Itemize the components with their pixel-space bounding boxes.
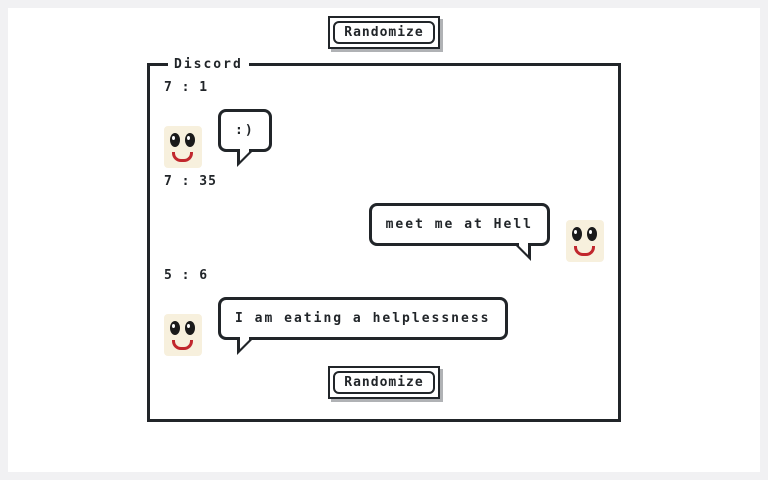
bubble-tail (240, 149, 249, 152)
randomize-button-bottom-label: Randomize (333, 371, 435, 394)
discord-panel: Discord 7 : 1 :) 7 : 35 meet me at Hell (147, 57, 621, 422)
smiley-avatar-icon (566, 220, 604, 262)
speech-bubble: :) (218, 109, 272, 167)
message-timestamp: 7 : 35 (164, 174, 217, 189)
message-row: meet me at Hell (162, 203, 604, 262)
message-row: I am eating a helplessness (164, 297, 606, 356)
smiley-avatar-icon (164, 126, 202, 168)
message-timestamp: 5 : 6 (164, 268, 209, 283)
eye-right (185, 133, 195, 147)
smiley-avatar-icon (164, 314, 202, 356)
smile-mouth (172, 152, 193, 162)
message-row: :) (164, 109, 606, 168)
eye-right (587, 227, 597, 241)
randomize-button-top[interactable]: Randomize (328, 16, 440, 49)
smile-mouth (172, 340, 193, 350)
eye-left (170, 321, 180, 335)
smile-mouth (574, 246, 595, 256)
speech-bubble: meet me at Hell (368, 203, 550, 261)
eye-left (572, 227, 582, 241)
randomize-button-top-label: Randomize (333, 21, 435, 44)
eye-right (185, 321, 195, 335)
message-text: :) (235, 123, 255, 138)
eye-left (170, 133, 180, 147)
randomize-button-bottom[interactable]: Randomize (328, 366, 440, 399)
message-text: meet me at Hell (385, 217, 533, 232)
speech-bubble: I am eating a helplessness (218, 297, 508, 355)
bubble-tail (519, 243, 528, 246)
bubble-tail (240, 337, 249, 340)
message-text: I am eating a helplessness (235, 311, 491, 326)
panel-title: Discord (174, 57, 243, 72)
message-timestamp: 7 : 1 (164, 80, 209, 95)
